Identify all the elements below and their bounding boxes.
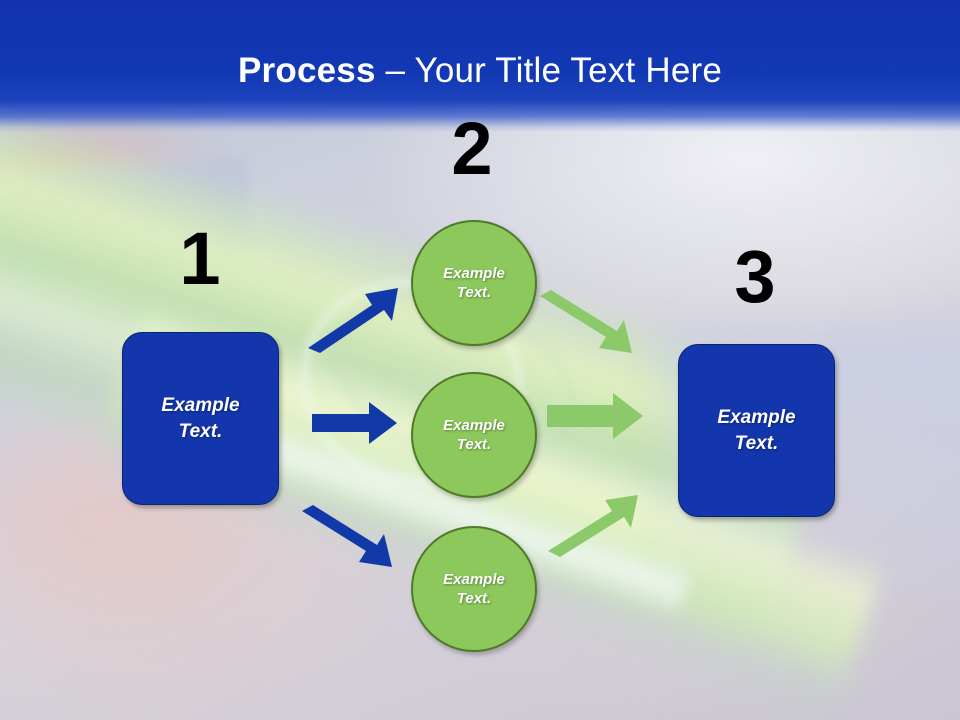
- process-start-box-label: Example Text.: [161, 394, 240, 442]
- process-circle-top[interactable]: Example Text.: [411, 220, 537, 346]
- process-circle-bottom-label: Example Text.: [443, 571, 505, 607]
- step-number-1: 1: [179, 217, 221, 300]
- process-end-box[interactable]: Example Text.: [678, 344, 835, 517]
- process-circle-top-label: Example Text.: [443, 265, 505, 301]
- page-title-strong: Process: [238, 51, 376, 90]
- process-end-box-label: Example Text.: [717, 406, 796, 454]
- page-title-separator: –: [375, 51, 415, 90]
- process-circle-middle-label: Example Text.: [443, 417, 505, 453]
- page-title-rest: Your Title Text Here: [414, 51, 722, 90]
- step-number-2: 2: [451, 107, 493, 190]
- process-circle-bottom[interactable]: Example Text.: [411, 526, 537, 652]
- process-start-box[interactable]: Example Text.: [122, 332, 279, 505]
- title-band: [0, 0, 960, 132]
- process-circle-middle[interactable]: Example Text.: [411, 372, 537, 498]
- step-number-3: 3: [734, 235, 776, 318]
- page-title: Process – Your Title Text Here: [0, 50, 960, 92]
